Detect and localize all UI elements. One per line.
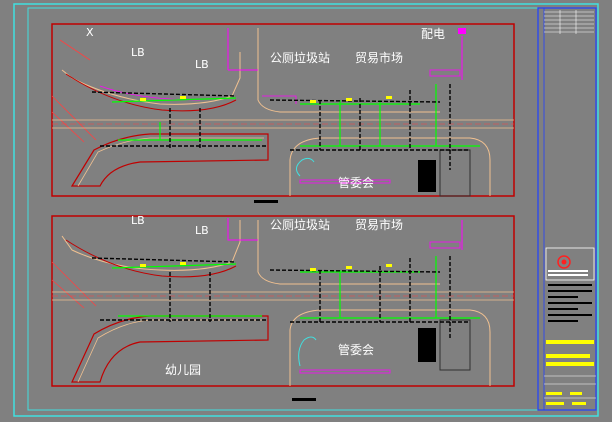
bottom-scale-bar	[292, 398, 316, 401]
top-panel-border	[51, 23, 515, 197]
top-management-committee-label: 管委会	[338, 176, 375, 190]
bottom-building	[418, 328, 436, 362]
top-left-block	[61, 52, 241, 105]
top-right-block	[257, 28, 440, 113]
bottom-lb-label-1: LB	[131, 214, 145, 227]
top-lb-label-1: LB	[131, 46, 145, 59]
top-scale-bar	[254, 200, 278, 203]
top-left-lower-block	[70, 133, 269, 187]
top-panel	[51, 23, 515, 203]
bottom-management-committee-label: 管委会	[338, 343, 375, 357]
top-lb-label-2: LB	[195, 58, 209, 71]
top-toilet-station-label: 公厕垃圾站	[270, 51, 331, 65]
bottom-toilet-station-label: 公厕垃圾站	[270, 218, 331, 232]
top-power-distribution-label: 配电	[421, 27, 446, 41]
bottom-panel-border	[51, 215, 515, 387]
bottom-kindergarten-label: 幼儿园	[165, 363, 202, 377]
title-block	[537, 7, 597, 411]
bottom-panel	[51, 215, 515, 401]
bottom-lb-label-2: LB	[195, 224, 209, 237]
outer-frame	[13, 3, 599, 417]
company-logo-icon	[557, 255, 571, 269]
top-trade-market-label: 贸易市场	[355, 51, 404, 65]
top-building	[418, 160, 436, 192]
bottom-trade-market-label: 贸易市场	[355, 218, 404, 232]
x-mark: X	[86, 26, 94, 39]
